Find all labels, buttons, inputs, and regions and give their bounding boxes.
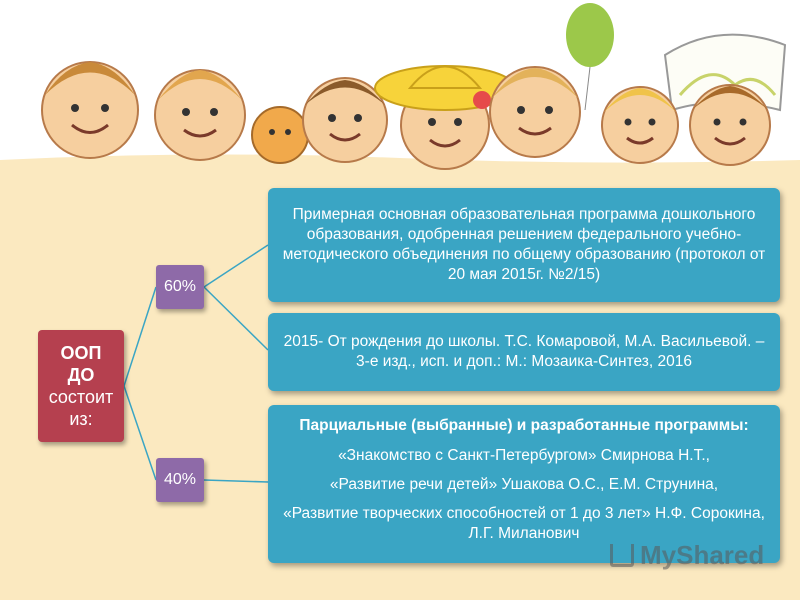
connector-root-40	[123, 385, 157, 481]
partial-program-item: «Знакомство с Санкт-Петербургом» Смирнов…	[338, 446, 710, 464]
partial-program-item: «Развитие речи детей» Ушакова О.С., Е.М.…	[329, 475, 719, 493]
partial-programs-heading: Парциальные (выбранные) и разработанные …	[299, 416, 749, 434]
watermark-text: MyShared	[640, 539, 765, 570]
connector-60-box2	[203, 286, 269, 351]
children-illustration	[0, 3, 800, 175]
program-box-primary: Примерная основная образовательная прогр…	[268, 188, 780, 302]
watermark: MyShared	[610, 540, 770, 570]
program-box-komarova-text: 2015- От рождения до школы. Т.С. Комаров…	[283, 333, 765, 370]
cart-icon	[610, 543, 634, 567]
connector-40-box3	[203, 479, 269, 483]
program-box-komarova: 2015- От рождения до школы. Т.С. Комаров…	[268, 313, 780, 391]
root-line-2: ДО	[67, 365, 95, 385]
program-box-partial: Парциальные (выбранные) и разработанные …	[268, 405, 780, 563]
root-line-4: из:	[69, 409, 93, 429]
root-line-1: ООП	[60, 343, 102, 363]
percent-node-60: 60%	[156, 265, 204, 309]
partial-program-item: «Развитие творческих способностей от 1 д…	[283, 504, 765, 542]
percent-node-40: 40%	[156, 458, 204, 502]
program-box-primary-text: Примерная основная образовательная прогр…	[282, 206, 766, 283]
header-illustration	[0, 0, 800, 175]
root-line-3: состоит	[48, 387, 114, 407]
connector-root-60	[123, 286, 157, 387]
root-node: ООП ДО состоит из:	[38, 330, 124, 442]
connector-60-box1	[203, 244, 269, 288]
